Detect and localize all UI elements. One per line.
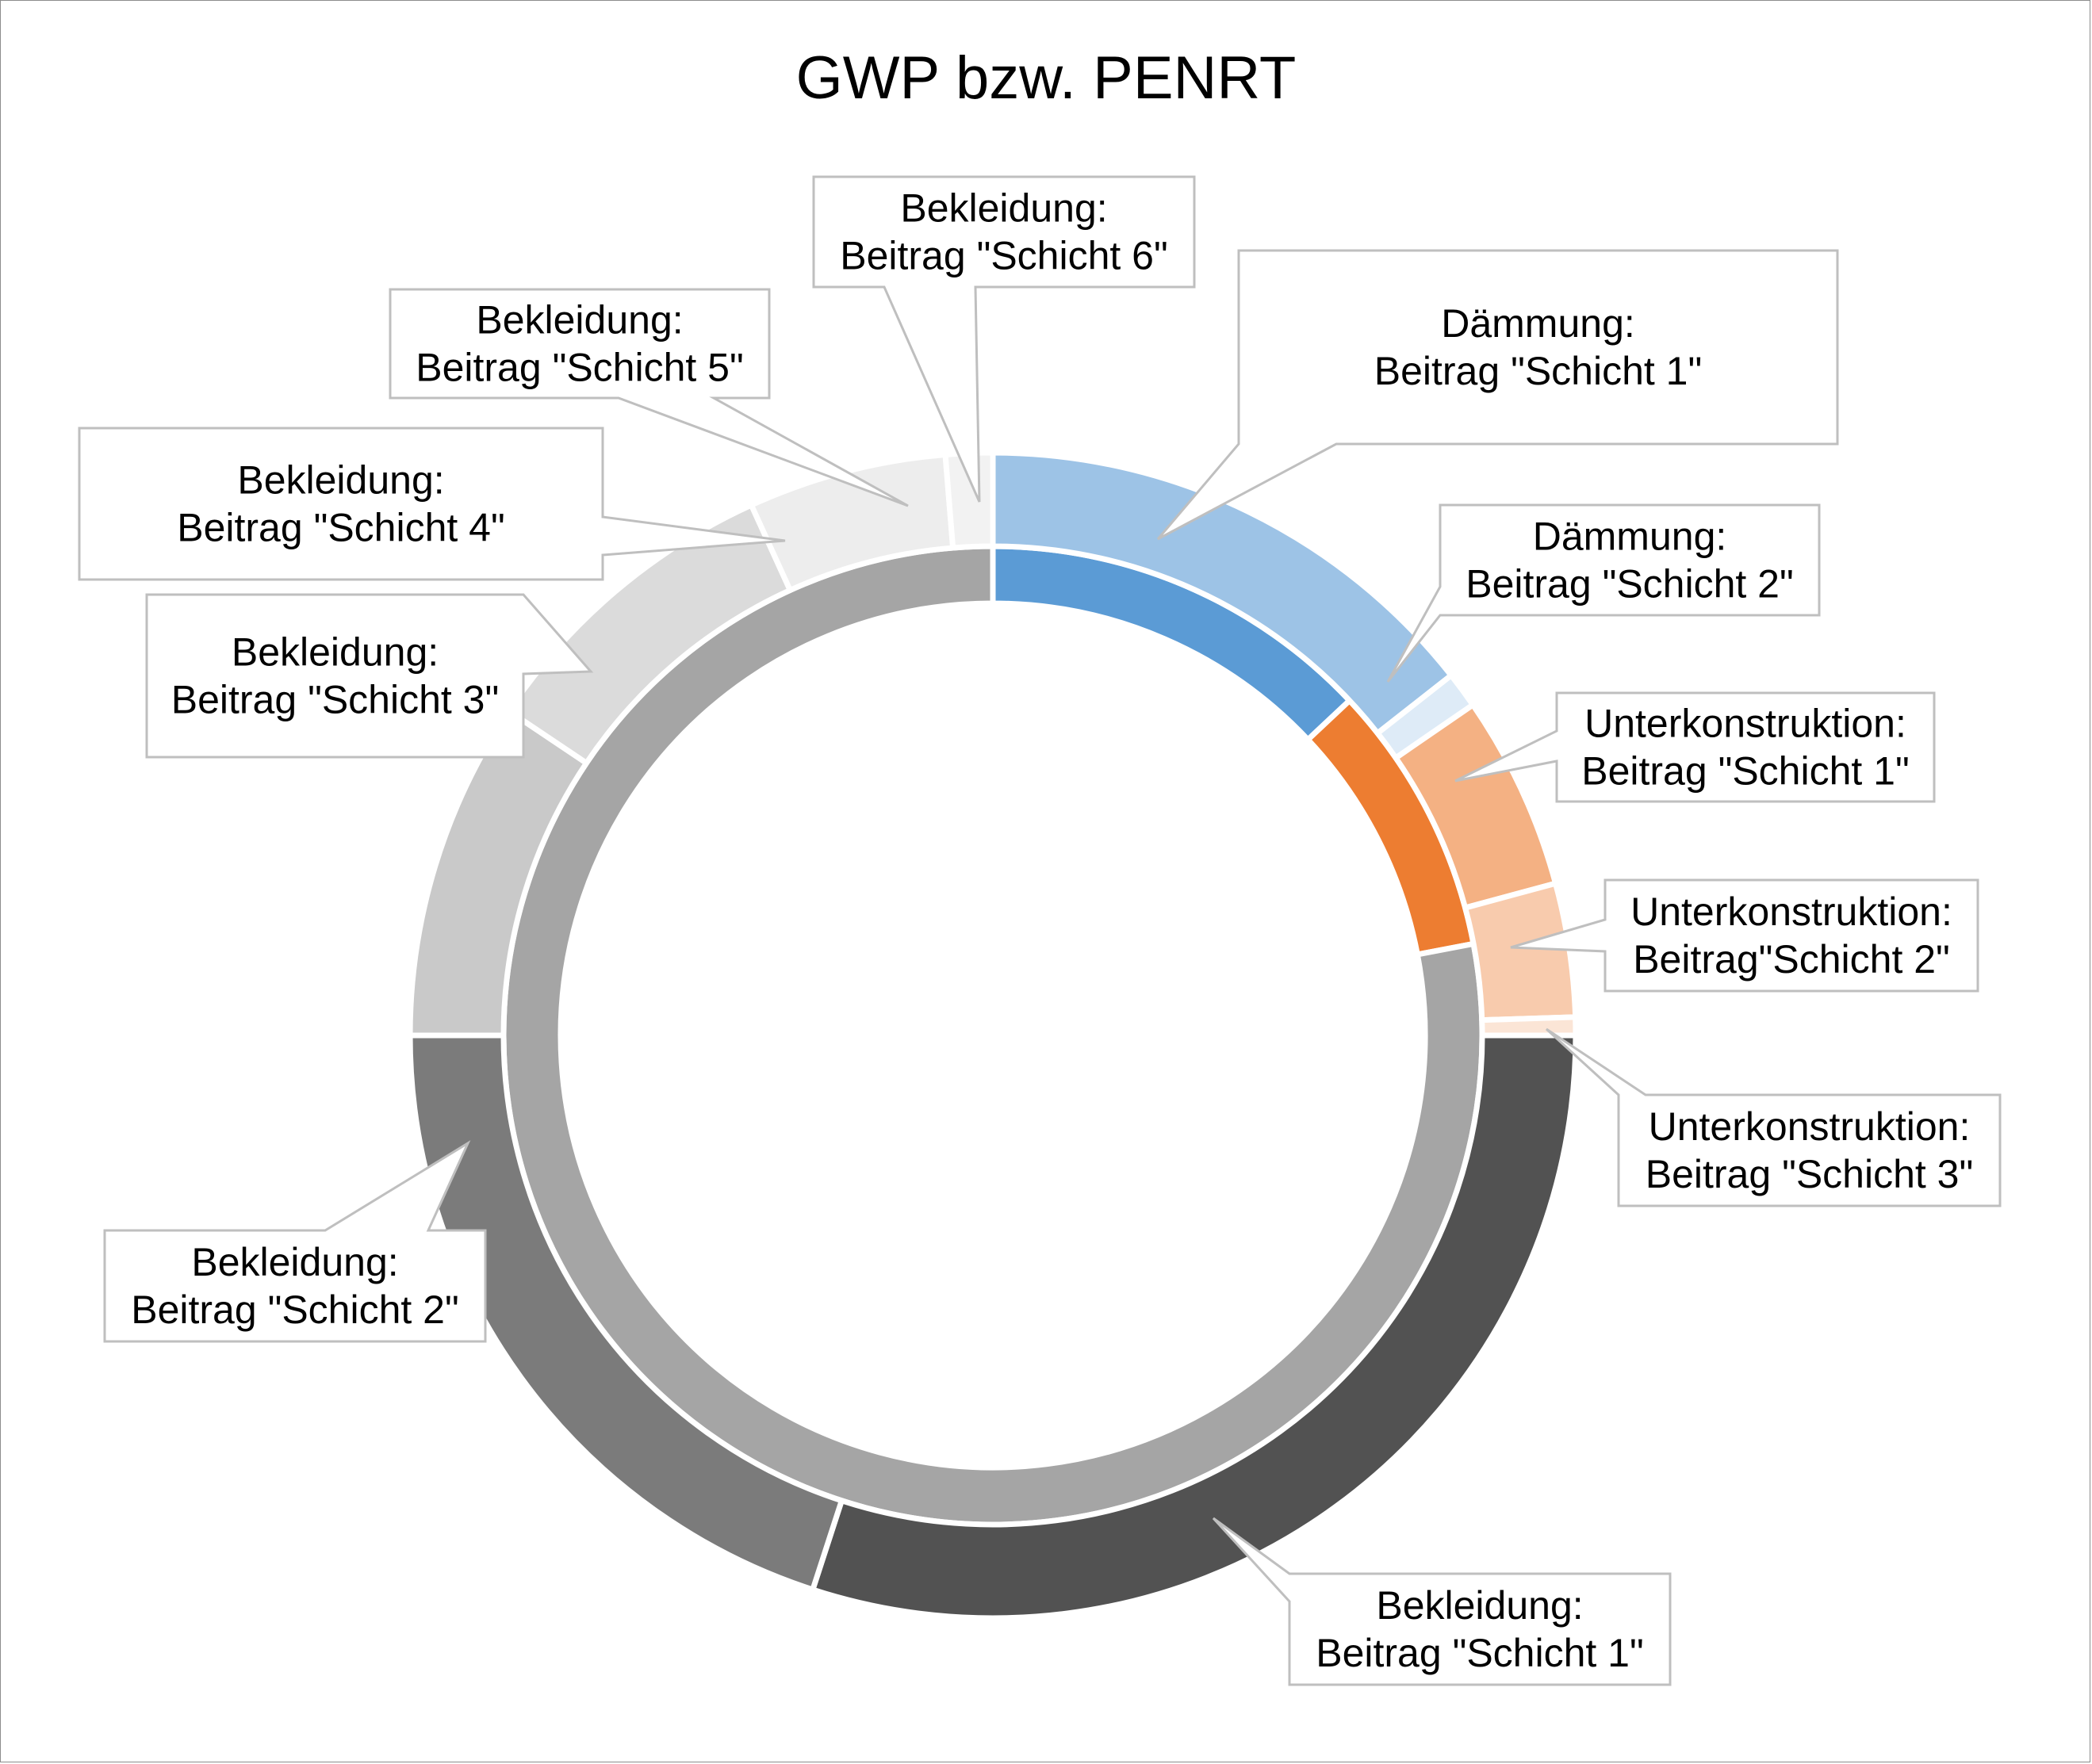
inner-ring xyxy=(500,543,1485,1528)
callout-8: Bekleidung:Beitrag "Schicht 3" xyxy=(145,593,594,759)
callout-label-2-line-2: Beitrag "Schicht 2" xyxy=(1466,562,1793,606)
callout-label-9-line-1: Bekleidung: xyxy=(237,458,444,503)
callout-box-4 xyxy=(1510,878,1979,993)
callout-box-5 xyxy=(1545,1027,2002,1207)
callout-label-4-line-1: Unterkonstruktion: xyxy=(1630,890,1952,934)
callout-label-1-line-2: Beitrag "Schicht 1" xyxy=(1374,349,1702,393)
callout-label-7-line-2: Beitrag "Schicht 2" xyxy=(131,1288,458,1332)
callout-11: Bekleidung:Beitrag "Schicht 6" xyxy=(812,175,1196,503)
callout-box-8 xyxy=(145,593,594,759)
callout-10: Bekleidung:Beitrag "Schicht 5" xyxy=(389,288,909,507)
callout-label-10-line-2: Beitrag "Schicht 5" xyxy=(416,346,743,390)
callout-label-4-line-2: Beitrag"Schicht 2" xyxy=(1633,937,1950,981)
callout-label-7-line-1: Bekleidung: xyxy=(191,1240,398,1284)
callout-box-1 xyxy=(1156,249,1839,541)
callout-label-5-line-2: Beitrag "Schicht 3" xyxy=(1646,1152,1973,1196)
outer-ring-slice-4 xyxy=(1462,880,1579,1024)
callout-box-2 xyxy=(1386,503,1821,683)
callout-label-5-line-1: Unterkonstruktion: xyxy=(1649,1104,1971,1149)
callout-7: Bekleidung:Beitrag "Schicht 2" xyxy=(103,1140,487,1343)
callout-label-2-line-1: Dämmung: xyxy=(1533,515,1727,559)
callout-label-8-line-1: Bekleidung: xyxy=(232,630,439,675)
callout-2: Dämmung:Beitrag "Schicht 2" xyxy=(1386,503,1821,683)
callout-box-6 xyxy=(1212,1517,1672,1686)
callout-label-6-line-2: Beitrag "Schicht 1" xyxy=(1316,1631,1643,1675)
callout-label-6-line-1: Bekleidung: xyxy=(1376,1583,1583,1628)
callout-box-7 xyxy=(103,1140,487,1343)
outer-ring xyxy=(407,450,1579,1621)
outer-ring-slice-6 xyxy=(810,1032,1579,1621)
callout-labels: Dämmung:Beitrag "Schicht 1"Dämmung:Beitr… xyxy=(78,175,2002,1686)
callout-4: Unterkonstruktion:Beitrag"Schicht 2" xyxy=(1510,878,1979,993)
callout-label-8-line-2: Beitrag "Schicht 3" xyxy=(171,678,499,722)
callout-label-9-line-2: Beitrag "Schicht 4" xyxy=(177,506,504,550)
callout-label-11-line-2: Beitrag "Schicht 6" xyxy=(840,234,1167,278)
callout-1: Dämmung:Beitrag "Schicht 1" xyxy=(1156,249,1839,541)
callout-box-3 xyxy=(1454,691,1936,803)
callout-label-3-line-1: Unterkonstruktion: xyxy=(1584,702,1906,746)
callout-label-10-line-1: Bekleidung: xyxy=(476,298,683,342)
callout-label-11-line-1: Bekleidung: xyxy=(900,186,1107,231)
callout-9: Bekleidung:Beitrag "Schicht 4" xyxy=(78,427,786,581)
callout-label-3-line-2: Beitrag "Schicht 1" xyxy=(1581,749,1909,794)
callout-box-10 xyxy=(389,288,909,507)
callout-6: Bekleidung:Beitrag "Schicht 1" xyxy=(1212,1517,1672,1686)
callout-box-9 xyxy=(78,427,786,581)
chart-title: GWP bzw. PENRT xyxy=(796,44,1297,112)
callout-5: Unterkonstruktion:Beitrag "Schicht 3" xyxy=(1545,1027,2002,1207)
callout-box-11 xyxy=(812,175,1196,503)
callout-3: Unterkonstruktion:Beitrag "Schicht 1" xyxy=(1454,691,1936,803)
callout-label-1-line-1: Dämmung: xyxy=(1441,301,1635,346)
